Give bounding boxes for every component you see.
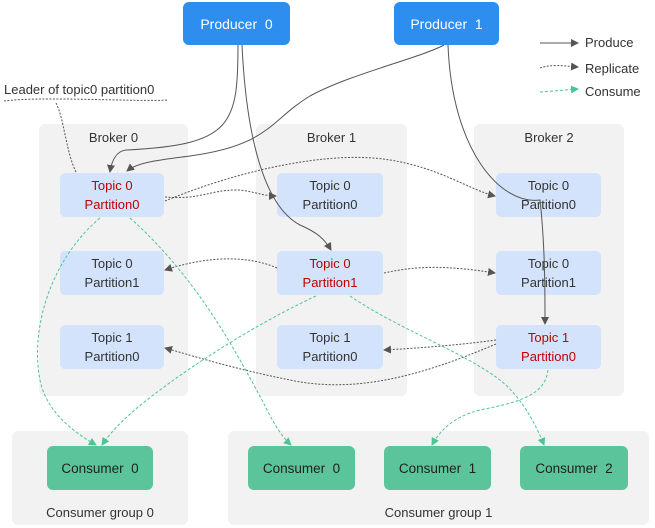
consume-b0p0-to-cg1c0 <box>129 217 292 446</box>
replicate-b0p0-to-b2p0 <box>164 156 496 202</box>
partition-id-label: Partition0 <box>302 197 358 212</box>
consume-b0p0-to-cg0c0 <box>37 217 101 446</box>
annotation-leader-line <box>3 98 169 102</box>
replicate-b1p1-to-b2p1 <box>383 266 496 276</box>
partition-topic-label: Topic 1 <box>309 330 351 345</box>
replicate-b2t1-to-b1t1 <box>383 339 497 354</box>
group-1-consumer-2: Consumer 2 <box>520 446 628 490</box>
producer-1: Producer 1 <box>394 2 499 45</box>
partition-id-label: Partition0 <box>84 349 140 364</box>
consume-b1p1-to-cg1c2 <box>349 295 546 446</box>
broker-2-title: Broker 2 <box>524 130 574 145</box>
group-0-consumer-0: Consumer 0 <box>47 446 153 490</box>
partition-id-label: Partition1 <box>521 275 576 290</box>
producer-0: Producer 0 <box>183 2 290 45</box>
broker-1-topic0-partition1: Topic 0 Partition1 <box>277 251 383 295</box>
broker-0-topic1-partition0: Topic 1 Partition0 <box>60 325 164 369</box>
partition-topic-label: Topic 0 <box>527 178 570 193</box>
legend-produce-label: Produce <box>585 35 634 50</box>
broker-0-title: Broker 0 <box>88 130 139 145</box>
partition-topic-label: Topic 0 <box>91 256 133 271</box>
partition-topic-label: Topic 0 <box>309 256 351 271</box>
consume-b1p1-to-cg0c0 <box>101 295 317 446</box>
replicate-b1p1-to-b0p1 <box>164 258 278 272</box>
group-1-consumer-1: Consumer 1 <box>384 446 491 490</box>
broker-0-topic0-partition0: Topic 0 Partition0 <box>60 173 164 217</box>
broker-0-topic0-partition1: Topic 0 Partition1 <box>60 251 164 295</box>
partition-id-label: Partition0 <box>521 349 576 364</box>
partition-topic-label: Topic 1 <box>91 330 133 345</box>
broker-1-topic0-partition0: Topic 0 Partition0 <box>277 173 383 217</box>
group-1-consumer-0: Consumer 0 <box>248 446 355 490</box>
produce-arrow-p0-b1 <box>241 44 332 251</box>
replicate-b2t1-to-b0t1 <box>164 343 497 386</box>
consumer-group-0-title: Consumer group 0 <box>46 505 154 520</box>
consume-b2t1-to-cg1c1 <box>431 369 549 446</box>
partition-topic-label: Topic 0 <box>91 178 133 193</box>
legend-replicate-arrow <box>539 62 579 71</box>
broker-1-topic1-partition0: Topic 1 Partition0 <box>277 325 383 369</box>
broker-1-title: Broker 1 <box>306 130 357 145</box>
legend-consume-label: Consume <box>585 84 641 99</box>
consumer-group-1-title: Consumer group 1 <box>384 505 493 520</box>
partition-id-label: Partition0 <box>302 349 358 364</box>
broker-2-topic0-partition1: Topic 0 Partition1 <box>496 251 601 295</box>
partition-id-label: Partition0 <box>84 197 140 212</box>
partition-topic-label: Topic 0 <box>309 178 351 193</box>
replicate-b0p0-to-b1p0 <box>164 189 277 200</box>
legend-replicate-label: Replicate <box>585 61 640 76</box>
produce-arrow-p1-b2 <box>447 44 549 325</box>
partition-id-label: Partition1 <box>84 275 140 290</box>
partition-topic-label: Topic 0 <box>527 256 570 271</box>
broker-2-topic1-partition0: Topic 1 Partition0 <box>496 325 601 369</box>
produce-arrow-p0-b0 <box>107 44 239 173</box>
leader-annotation: Leader of topic0 partition0 <box>4 82 155 97</box>
annotation-pointer-line <box>55 102 77 173</box>
partition-id-label: Partition1 <box>302 275 358 290</box>
produce-arrow-p1-b0 <box>126 44 445 172</box>
partition-topic-label: Topic 1 <box>527 330 570 345</box>
legend-consume-arrow <box>539 85 579 94</box>
